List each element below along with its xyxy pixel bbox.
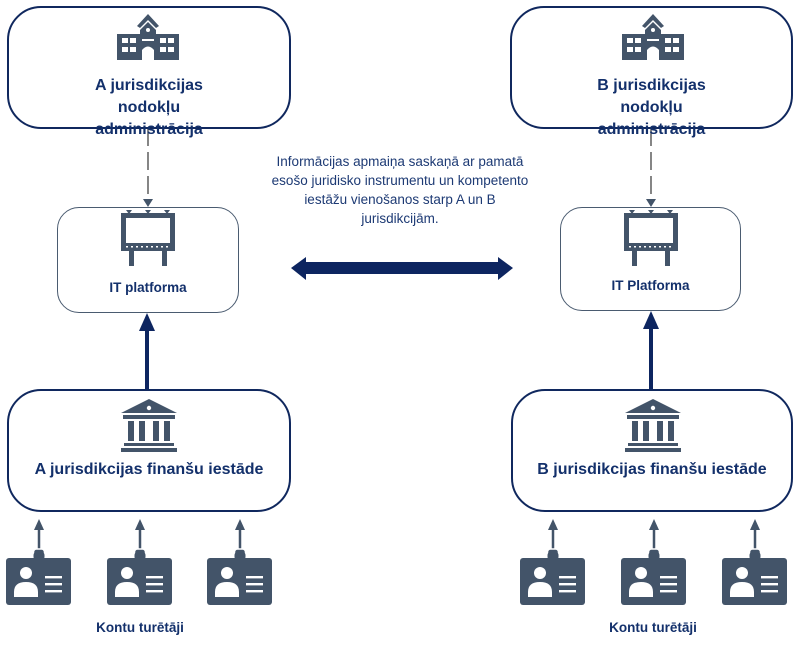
dashed-connector-right: [646, 128, 656, 207]
id-badge-icon: [720, 517, 789, 607]
it-platform-a-label: IT platforma: [109, 280, 187, 295]
id-badge-icon: [105, 517, 174, 607]
tax-admin-b-label: B jurisdikcijas nodokļu administrācija: [597, 77, 706, 138]
account-holders-a-label: Kontu turētāji: [96, 620, 184, 635]
id-badge-icon: [205, 517, 274, 607]
exchange-double-arrow: [291, 257, 513, 280]
upload-arrow-left: [139, 313, 155, 389]
school-building-icon: [117, 14, 179, 60]
it-platform-b-box: IT Platforma: [560, 207, 741, 311]
id-badge-icon: [518, 517, 587, 607]
bank-icon: [121, 399, 177, 452]
account-holders-b-label: Kontu turētāji: [609, 620, 697, 635]
financial-institution-b-label: B jurisdikcijas finanšu iestāde: [537, 461, 767, 478]
exchange-description: Informācijas apmaiņa saskaņā ar pamatā e…: [271, 154, 529, 226]
school-building-icon: [622, 14, 684, 60]
it-platform-b-label: IT Platforma: [611, 278, 690, 293]
upload-arrow-right: [643, 311, 659, 389]
bank-icon: [625, 399, 681, 452]
tax-admin-a-box: A jurisdikcijas nodokļu administrācija: [7, 6, 291, 138]
tax-admin-b-box: B jurisdikcijas nodokļu administrācija: [510, 6, 793, 138]
billboard-icon: [624, 210, 678, 266]
id-badge-icon: [6, 519, 71, 605]
financial-institution-a-box: A jurisdikcijas finanšu iestāde: [7, 389, 291, 512]
financial-institution-b-box: B jurisdikcijas finanšu iestāde: [511, 389, 793, 512]
id-badge-icon: [619, 517, 688, 607]
it-platform-a-box: IT platforma: [57, 207, 239, 313]
tax-admin-a-label: A jurisdikcijas nodokļu administrācija: [95, 77, 203, 138]
financial-institution-a-label: A jurisdikcijas finanšu iestāde: [34, 461, 264, 478]
dashed-connector-left: [143, 128, 153, 207]
billboard-icon: [121, 210, 175, 266]
